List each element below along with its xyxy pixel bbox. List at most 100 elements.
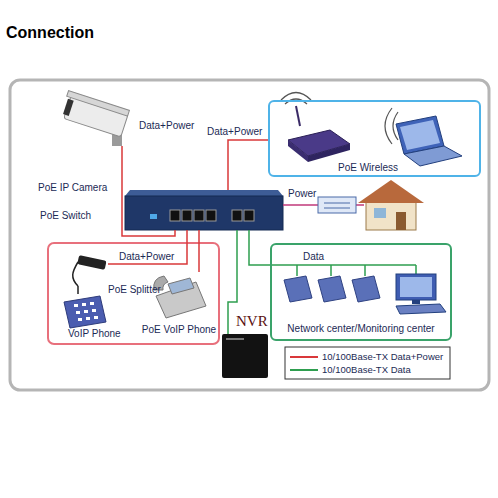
phone-node: VoIP Phone xyxy=(62,294,106,326)
ip-camera-part-part xyxy=(63,99,74,116)
poe-switch-body-part xyxy=(125,196,283,230)
voip-phone xyxy=(64,296,106,328)
voip-phone-part xyxy=(86,317,90,320)
edge-label: Data+Power xyxy=(138,120,195,132)
splitter-node: PoE Splitter xyxy=(64,250,108,286)
network-center-part xyxy=(412,300,420,304)
edge-label: Data+Power xyxy=(118,251,175,263)
poe-switch-body-part xyxy=(125,190,283,196)
edge-label: Data+Power xyxy=(206,126,263,138)
ip-camera-part-part xyxy=(67,91,130,116)
poe-switch-body-part xyxy=(206,210,216,221)
network-center-part xyxy=(396,304,446,314)
legend-box-part xyxy=(290,356,318,358)
router-part xyxy=(308,144,350,162)
router-part xyxy=(296,106,300,126)
wire-label: Power xyxy=(288,188,316,200)
power-wire-part xyxy=(356,204,364,206)
node-label: PoE VoIP Phone xyxy=(142,324,216,336)
laptop-part xyxy=(385,108,392,144)
ip-camera xyxy=(60,91,130,146)
poe-switch-body-part xyxy=(150,214,157,219)
power-wire-part xyxy=(283,204,318,206)
nvr-box xyxy=(222,334,268,378)
connector xyxy=(249,230,270,265)
house-part xyxy=(358,180,424,203)
voip-phone-part xyxy=(82,303,86,306)
network-center-part xyxy=(415,265,417,274)
ip-camera-part xyxy=(60,91,130,137)
edge-label: Data xyxy=(302,251,325,263)
network-group: Network center/Monitoring center xyxy=(270,243,452,341)
network-center-part xyxy=(270,264,416,266)
node-label: VoIP Phone xyxy=(68,328,121,340)
poe-switch-body-part xyxy=(182,210,192,221)
switch-node: PoE Switch xyxy=(125,190,283,230)
poe-switch-body xyxy=(125,190,283,230)
voip-phone-part xyxy=(74,304,78,307)
connector xyxy=(77,286,79,294)
diagram-title: Connection xyxy=(6,24,94,42)
voip-phone-part xyxy=(76,311,80,314)
legend-text: 10/100Base-TX Data xyxy=(322,364,411,376)
poe-voip-phone-part xyxy=(168,278,194,294)
network-center-part xyxy=(284,276,312,302)
router xyxy=(281,93,350,163)
node-label: PoE Switch xyxy=(40,210,91,222)
voip-phone-part xyxy=(94,316,98,319)
connector xyxy=(198,230,200,272)
legend-text: 10/100Base-TX Data+Power xyxy=(322,351,443,363)
wireless-group: PoE Wireless xyxy=(268,100,481,177)
phone-node: PoE VoIP Phone xyxy=(152,272,206,318)
poe-switch-body-part xyxy=(170,210,180,221)
power-adapter-part xyxy=(324,208,350,209)
house xyxy=(358,180,424,230)
network-center-part xyxy=(330,265,332,276)
voip-phone-part xyxy=(90,302,94,305)
network-center xyxy=(270,265,446,314)
legend-box-part xyxy=(290,369,318,371)
house-part xyxy=(396,212,406,230)
network-center-part xyxy=(352,276,380,302)
poe-voip-phone xyxy=(154,276,206,318)
laptop-part xyxy=(400,120,440,150)
laptop-part xyxy=(393,112,398,140)
poe-switch-body-part xyxy=(232,210,242,221)
legend-box-part xyxy=(285,347,450,379)
laptop xyxy=(385,108,462,166)
voip-phone-part xyxy=(84,310,88,313)
poe-switch-body-part xyxy=(194,210,204,221)
network-center-part xyxy=(318,276,346,302)
poe-splitter-part xyxy=(73,262,78,286)
router-part xyxy=(288,140,308,162)
voip-phone-part xyxy=(92,309,96,312)
poe-splitter xyxy=(73,255,107,286)
router-part xyxy=(281,93,311,101)
nvr-box-part xyxy=(222,334,268,378)
poe-switch-body-part xyxy=(244,210,254,221)
node-label: PoE IP Camera xyxy=(38,182,107,194)
nvr-node: NVR xyxy=(222,334,268,378)
camera-node: PoE IP Camera xyxy=(62,96,136,146)
voip-phone-part xyxy=(78,318,82,321)
poe-splitter-part xyxy=(77,255,106,270)
node-label: PoE Splitter xyxy=(108,284,161,296)
connector xyxy=(122,146,175,236)
node-label: NVR xyxy=(236,312,268,330)
network-center-part xyxy=(296,265,298,276)
legend-box xyxy=(285,347,450,379)
node-label: PoE Wireless xyxy=(338,162,398,174)
connector xyxy=(228,230,237,334)
laptop-part xyxy=(404,146,462,166)
node-label: Network center/Monitoring center xyxy=(287,323,434,335)
voip-group-frame xyxy=(48,243,219,344)
connector xyxy=(228,140,268,190)
voip-phone-part xyxy=(64,296,106,328)
network-center-part xyxy=(364,265,366,276)
connector xyxy=(108,230,187,264)
network-center-part xyxy=(400,277,432,297)
power-adapter xyxy=(318,197,356,213)
nvr-box-part xyxy=(226,338,244,340)
